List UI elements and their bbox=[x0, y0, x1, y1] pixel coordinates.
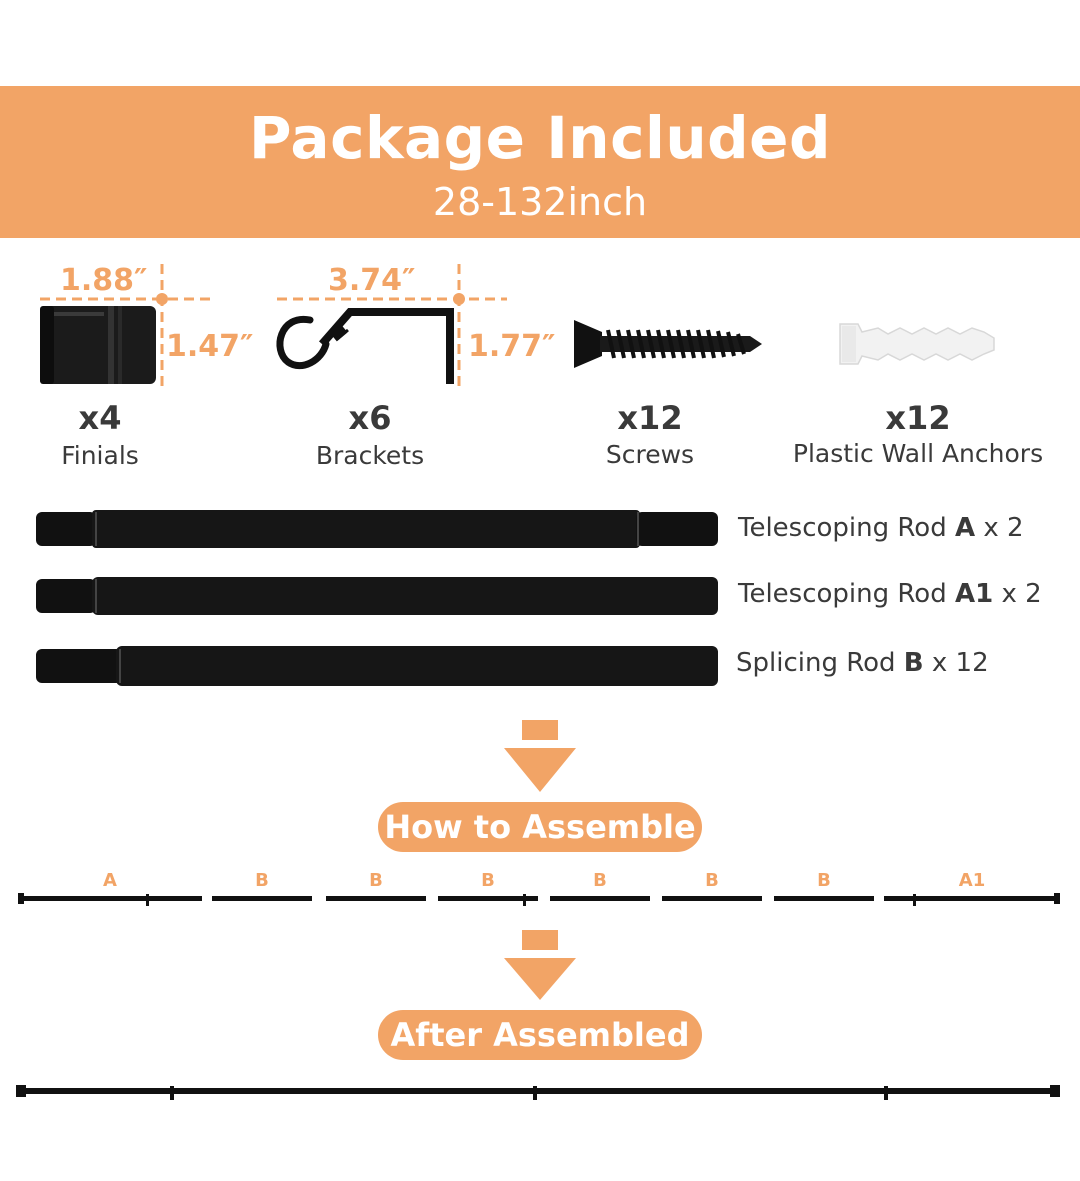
screws-quantity: x12 bbox=[617, 399, 683, 437]
screw-icon bbox=[574, 320, 762, 368]
finials-quantity: x4 bbox=[78, 399, 122, 437]
finial-icon bbox=[40, 306, 156, 384]
telescoping-rod-a1 bbox=[36, 577, 718, 615]
rod-a-prefix: Telescoping Rod bbox=[738, 513, 955, 543]
segment-joint bbox=[146, 894, 149, 906]
finial-dimension-lines bbox=[40, 264, 213, 388]
telescoping-rod-a bbox=[36, 510, 718, 548]
plastic-anchor-icon bbox=[839, 323, 995, 365]
brackets-label: Brackets bbox=[315, 441, 425, 470]
brackets-quantity: x6 bbox=[348, 399, 392, 437]
anchors-label: Plastic Wall Anchors bbox=[792, 439, 1044, 468]
rod-a1-label: Telescoping Rod A1 x 2 bbox=[738, 581, 1042, 607]
rod-b-suffix: x 12 bbox=[923, 648, 989, 678]
segment-cap bbox=[1054, 893, 1060, 904]
segment-joint bbox=[523, 894, 526, 906]
finial-height-dimension: 1.47″ bbox=[166, 329, 254, 364]
segment-label-b: B bbox=[369, 870, 383, 891]
segment-bar-b bbox=[212, 896, 312, 901]
segment-cap bbox=[18, 893, 24, 904]
bracket-dimension-lines bbox=[277, 264, 507, 388]
segment-bar-b bbox=[662, 896, 762, 901]
rod-a-suffix: x 2 bbox=[975, 513, 1024, 543]
segment-bar-a1 bbox=[884, 896, 1060, 901]
segment-bar-a bbox=[18, 896, 202, 901]
segment-bar-b bbox=[438, 896, 538, 901]
rod-a-code: A bbox=[954, 513, 976, 543]
bracket-width-dimension: 3.74″ bbox=[328, 263, 416, 298]
page-subtitle: 28-132inch bbox=[432, 180, 648, 224]
rod-a1-prefix: Telescoping Rod bbox=[738, 579, 955, 609]
rod-a1-suffix: x 2 bbox=[993, 579, 1042, 609]
segment-label-b: B bbox=[593, 870, 607, 891]
rod-a-label: Telescoping Rod A x 2 bbox=[738, 515, 1024, 541]
splicing-rod-b bbox=[36, 646, 718, 686]
segment-label-a1: A1 bbox=[958, 870, 986, 891]
after-assembled-label: After Assembled bbox=[378, 1010, 702, 1060]
finial-width-dimension: 1.88″ bbox=[60, 263, 148, 298]
segment-label-b: B bbox=[817, 870, 831, 891]
anchors-quantity: x12 bbox=[885, 399, 951, 437]
rod-a1-code: A1 bbox=[954, 579, 994, 609]
bracket-height-dimension: 1.77″ bbox=[468, 329, 556, 364]
arrow-down-icon-2 bbox=[504, 930, 576, 1000]
screws-label: Screws bbox=[605, 440, 695, 469]
segment-bar-b bbox=[326, 896, 426, 901]
arrow-down-icon bbox=[504, 720, 576, 792]
rod-b-code: B bbox=[903, 648, 924, 678]
segment-bar-b bbox=[550, 896, 650, 901]
segment-label-a: A bbox=[103, 870, 117, 891]
header-banner: Package Included 28-132inch bbox=[0, 86, 1080, 238]
segment-label-b: B bbox=[481, 870, 495, 891]
segment-label-b: B bbox=[255, 870, 269, 891]
segment-bar-b bbox=[774, 896, 874, 901]
how-to-assemble-label: How to Assemble bbox=[378, 802, 702, 852]
rod-b-prefix: Splicing Rod bbox=[736, 648, 904, 678]
assembled-rod bbox=[16, 1085, 1060, 1100]
finials-label: Finials bbox=[61, 441, 139, 470]
segment-joint bbox=[913, 894, 916, 906]
page-title: Package Included bbox=[248, 104, 832, 172]
rod-b-label: Splicing Rod B x 12 bbox=[736, 650, 989, 676]
segment-label-b: B bbox=[705, 870, 719, 891]
bracket-icon bbox=[276, 308, 454, 384]
